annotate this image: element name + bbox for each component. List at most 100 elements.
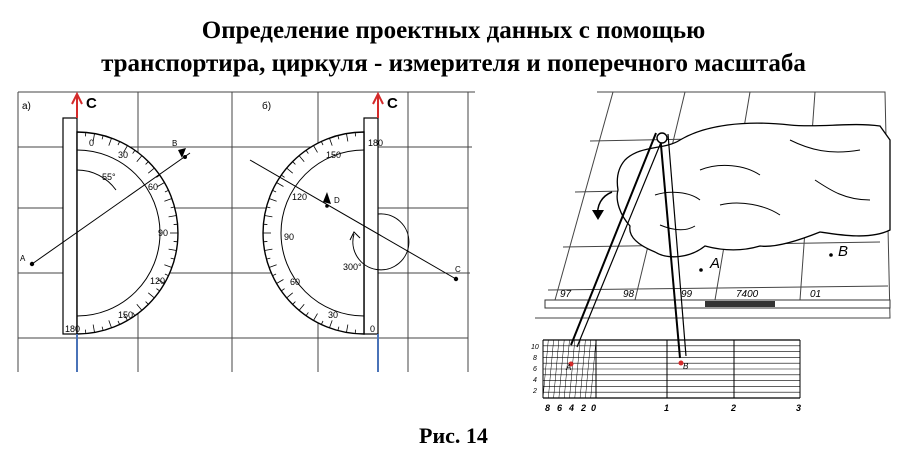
protractor-tick xyxy=(272,189,277,193)
scale-grid-line xyxy=(563,339,570,399)
protractor-tick xyxy=(92,133,95,142)
protractor-tick xyxy=(320,320,324,325)
protractor-tick xyxy=(157,182,165,187)
protractor-tick xyxy=(320,141,324,146)
title-line-2: транспортира, циркуля - измерителя и поп… xyxy=(101,50,806,77)
protractor-tick xyxy=(123,313,128,321)
protractor-tick xyxy=(281,288,285,292)
angle-label-a: 55° xyxy=(102,172,116,182)
map-point-a-label: A xyxy=(709,255,720,272)
protractor-tick xyxy=(147,292,155,299)
protractor-tick xyxy=(132,312,136,316)
protractor-tick xyxy=(164,273,169,277)
protractor-tick xyxy=(101,326,104,331)
scale-left-6: 6 xyxy=(533,366,537,373)
scale-label-1: 1 xyxy=(664,403,669,413)
scale-left-8: 8 xyxy=(533,355,537,362)
protractor-tick xyxy=(168,248,177,251)
protractor-tick xyxy=(266,257,271,260)
map-number-99: 99 xyxy=(681,289,693,300)
north-label-b: С xyxy=(387,95,398,112)
protractor-tick xyxy=(156,288,160,292)
protractor-tick xyxy=(101,135,104,140)
angle-arc-b xyxy=(352,213,410,271)
protractor-tick xyxy=(268,264,277,268)
point-b-label: В xyxy=(172,139,177,148)
map-number-01: 01 xyxy=(810,289,821,300)
protractor-tick xyxy=(329,320,333,329)
protractor-tick xyxy=(313,313,318,321)
tick-label-b-180: 180 xyxy=(368,138,383,148)
protractor-tick xyxy=(276,279,284,284)
map-frame-segment xyxy=(705,301,775,307)
point-d xyxy=(325,204,329,208)
scale-point-a-label: A xyxy=(565,363,571,372)
left-map: 0 30 60 90 120 150 180 С а) А В 55° 180 … xyxy=(17,91,475,372)
protractor-a-ticks xyxy=(76,132,178,334)
map-number-7400: 7400 xyxy=(736,289,759,300)
protractor-tick xyxy=(305,312,309,316)
protractor-tick xyxy=(168,215,177,218)
protractor-tick xyxy=(286,292,294,299)
pin-d-icon xyxy=(323,192,331,204)
protractor-tick xyxy=(313,145,318,153)
protractor-tick xyxy=(92,324,95,333)
protractor-tick xyxy=(292,161,296,165)
tick-label-b-120: 120 xyxy=(292,192,307,202)
protractor-b xyxy=(262,117,379,335)
protractor-tick xyxy=(305,150,309,154)
protractor-tick xyxy=(298,155,305,163)
map-number-98: 98 xyxy=(623,289,635,300)
tick-label-a-0: 0 xyxy=(89,138,94,148)
north-label-a: С xyxy=(86,95,97,112)
tick-label-b-150: 150 xyxy=(326,150,341,160)
protractor-tick xyxy=(164,264,173,268)
protractor-tick xyxy=(170,206,175,209)
point-a-label: А xyxy=(20,254,26,263)
protractor-tick xyxy=(266,206,271,209)
scale-grid-line xyxy=(590,339,597,399)
protractor-tick xyxy=(346,133,349,142)
protractor-b-ticks xyxy=(263,132,365,334)
protractor-tick xyxy=(136,155,143,163)
protractor-tick xyxy=(292,301,296,305)
protractor-tick xyxy=(147,167,155,174)
point-a xyxy=(29,261,35,267)
hand-icon xyxy=(616,122,891,258)
line-a-b xyxy=(31,152,191,265)
rotation-arrow-icon xyxy=(592,210,604,220)
scale-grid-line xyxy=(542,339,549,399)
scale-grid-line xyxy=(579,339,586,399)
tick-label-a-180: 180 xyxy=(65,324,80,334)
angle-label-b: 300° xyxy=(343,262,362,272)
scale-label-8: 8 xyxy=(545,403,550,413)
point-c-label: С xyxy=(455,265,461,274)
protractor-tick xyxy=(136,303,143,311)
protractor-tick xyxy=(268,198,277,202)
scale-label-3: 3 xyxy=(796,403,801,413)
scale-point-b-label: B xyxy=(683,362,689,371)
map-point-a xyxy=(699,268,703,272)
protractor-tick xyxy=(337,326,340,331)
protractor-tick xyxy=(117,141,121,146)
protractor-tick xyxy=(272,273,277,277)
figure-title: Определение проектных данных с помощью т… xyxy=(0,14,907,80)
panel-a-label: а) xyxy=(22,101,31,112)
scale-label-0: 0 xyxy=(591,403,596,413)
tick-label-b-0: 0 xyxy=(370,324,375,334)
protractor-a xyxy=(62,117,179,335)
scale-grid-line xyxy=(558,339,565,399)
protractor-tick xyxy=(123,145,128,153)
protractor-tick xyxy=(337,135,340,140)
tick-label-a-120: 120 xyxy=(150,276,165,286)
scale-point-a xyxy=(568,361,574,367)
scale-left-4: 4 xyxy=(533,377,537,384)
point-d-label: D xyxy=(334,196,340,205)
protractor-tick xyxy=(170,257,175,260)
protractor-tick xyxy=(264,248,273,251)
point-b xyxy=(183,155,187,159)
scale-point-b xyxy=(678,360,684,366)
tick-label-b-90: 90 xyxy=(284,232,294,242)
map-point-b-label: B xyxy=(838,243,848,260)
